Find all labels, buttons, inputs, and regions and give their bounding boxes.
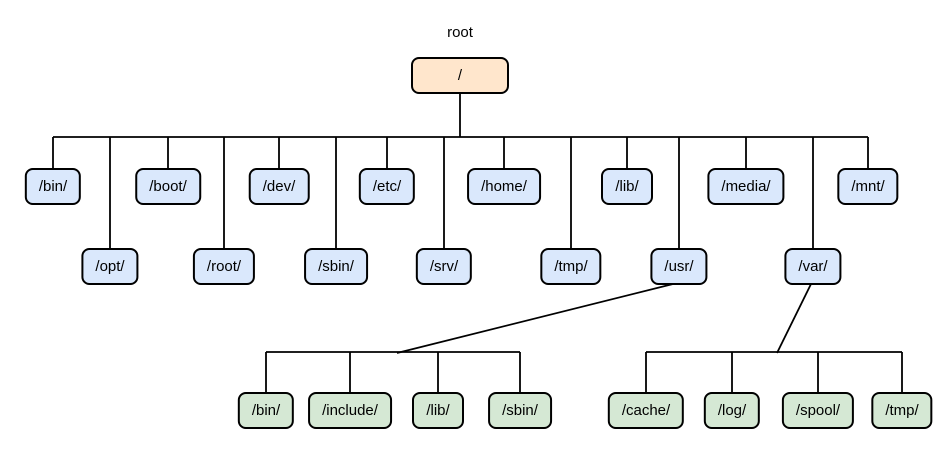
- node-lib: /lib/: [601, 168, 653, 205]
- node-mnt: /mnt/: [837, 168, 899, 205]
- node-dev: /dev/: [248, 168, 310, 205]
- node-sbin: /sbin/: [304, 248, 368, 285]
- node-var-spool: /spool/: [781, 392, 855, 429]
- node-var-cache: /cache/: [607, 392, 685, 429]
- node-home: /home/: [467, 168, 541, 205]
- node-srv: /srv/: [415, 248, 473, 285]
- node-var-log: /log/: [703, 392, 761, 429]
- node-root: /: [411, 57, 509, 94]
- node-root-home: /root/: [192, 248, 256, 285]
- node-var: /var/: [784, 248, 842, 285]
- node-etc: /etc/: [358, 168, 416, 205]
- node-opt: /opt/: [81, 248, 139, 285]
- node-media: /media/: [707, 168, 785, 205]
- root-caption: root: [447, 24, 473, 41]
- node-usr-include: /include/: [308, 392, 392, 429]
- node-tmp: /tmp/: [540, 248, 602, 285]
- node-usr: /usr/: [650, 248, 708, 285]
- node-usr-bin: /bin/: [237, 392, 295, 429]
- node-usr-lib: /lib/: [412, 392, 464, 429]
- node-bin: /bin/: [24, 168, 82, 205]
- node-var-tmp: /tmp/: [871, 392, 933, 429]
- node-boot: /boot/: [135, 168, 201, 205]
- node-usr-sbin: /sbin/: [488, 392, 552, 429]
